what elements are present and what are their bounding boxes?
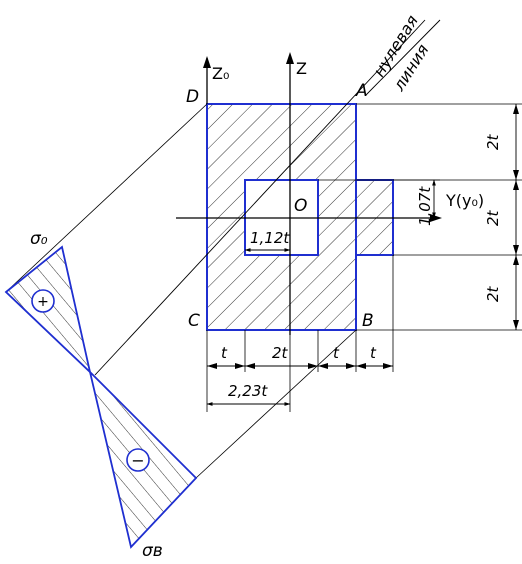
stress-bottom-label: σв	[142, 541, 163, 561]
point-o-label: O	[294, 196, 307, 216]
neutral-line-ext	[365, 19, 441, 96]
dim-right-top: 2t	[484, 133, 502, 150]
point-d-label: D	[186, 87, 199, 107]
z0-axis-arrow	[203, 56, 211, 68]
point-c-label: C	[188, 311, 200, 331]
point-a-label: A	[355, 81, 368, 101]
plus-sign: +	[37, 294, 49, 310]
dimension-lines-right	[432, 104, 517, 330]
extension-lines-bottom	[206, 255, 394, 412]
dim-ticks-bottom	[207, 363, 393, 369]
dim-offset: 1,07t	[416, 186, 434, 226]
y-axis-label: Y(y₀)	[445, 191, 484, 210]
dim-right-mid: 2t	[484, 209, 502, 226]
dim-ticks-right	[513, 104, 519, 330]
point-b-label: B	[362, 311, 374, 331]
stress-top-label: σ₀	[30, 229, 48, 249]
plus-sign-circle	[31, 289, 55, 313]
section-hatch	[207, 104, 393, 330]
minus-sign: −	[131, 451, 144, 470]
dim-total: 2,23t	[228, 382, 268, 400]
dim-inner-offset: 1,12t	[250, 229, 290, 247]
dim-bottom-1: t	[221, 344, 228, 362]
dim-bottom-3: t	[333, 344, 340, 362]
z0-axis-label: Z₀	[212, 64, 229, 83]
minus-sign-circle	[126, 448, 150, 472]
z-axis-label: Z	[296, 59, 307, 78]
neutral-line	[94, 19, 426, 376]
extension-lines-right	[318, 103, 522, 331]
dim-bottom-2: 2t	[272, 344, 289, 362]
dim-right-bottom: 2t	[484, 285, 502, 302]
dim-bottom-4: t	[370, 344, 377, 362]
z-axis-arrow	[286, 52, 294, 64]
projection-line-d	[5, 103, 208, 293]
